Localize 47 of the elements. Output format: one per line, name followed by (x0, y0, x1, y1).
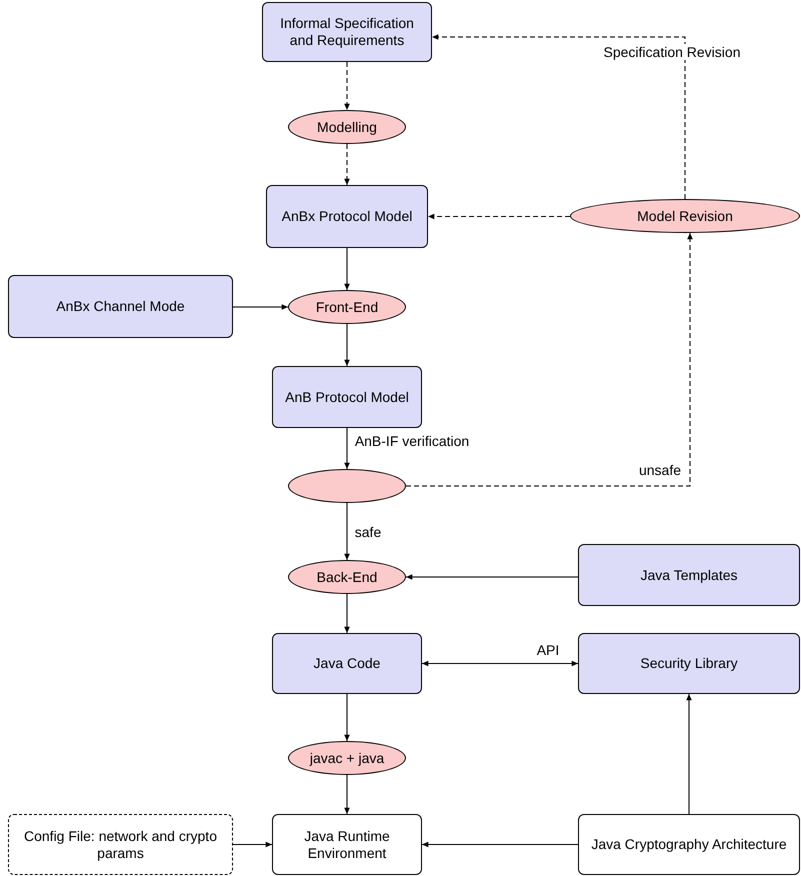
node-label: Informal Specification and Requirements (279, 15, 415, 49)
process-box (272, 814, 422, 875)
process-box (272, 366, 422, 428)
process-box (8, 275, 233, 338)
node-label: Model Revision (636, 208, 734, 224)
arrow (344, 428, 350, 470)
node-label: Security Library (639, 655, 739, 672)
node-label: AnB Protocol Model (284, 388, 410, 406)
node-label: Java Cryptography Architecture (590, 836, 788, 853)
arrow (686, 694, 692, 814)
process-box (266, 185, 428, 248)
arrow (232, 842, 272, 848)
node-label: javac + java (308, 750, 386, 766)
process-box (578, 814, 800, 875)
arrow (428, 214, 571, 220)
arrow (344, 144, 350, 186)
arrow (432, 34, 686, 200)
arrow (344, 248, 350, 290)
edge-label: unsafe (636, 462, 684, 478)
arrow (344, 694, 350, 742)
arrow (344, 62, 350, 110)
arrow (422, 842, 578, 848)
node-label: Config File: network and crypto params (23, 828, 218, 862)
process-box (578, 544, 800, 606)
arrow (406, 574, 578, 580)
node-label: Java Runtime Environment (303, 828, 391, 862)
node-label: Modelling (316, 118, 378, 136)
node-label: Front-End (314, 298, 380, 316)
edge-label: safe (352, 524, 384, 540)
dashed-box (8, 814, 233, 875)
process-box (272, 633, 422, 694)
edge-label: AnB-IF verification (352, 433, 472, 449)
node-label: AnBx Protocol Model (280, 208, 414, 225)
arrow (232, 304, 288, 310)
node-label: Java Code (312, 655, 382, 672)
arrow (406, 232, 693, 486)
arrow (422, 660, 578, 666)
arrow (344, 502, 350, 560)
process-box (578, 633, 800, 694)
arrow (344, 594, 350, 634)
node-label: AnBx Channel Mode (55, 298, 186, 315)
edge-label: Specification Revision (602, 44, 742, 60)
arrow (344, 324, 350, 366)
process-box (262, 2, 432, 62)
node-label: Back-End (316, 568, 378, 586)
node-label: Java Templates (639, 566, 738, 584)
arrow (344, 774, 350, 814)
